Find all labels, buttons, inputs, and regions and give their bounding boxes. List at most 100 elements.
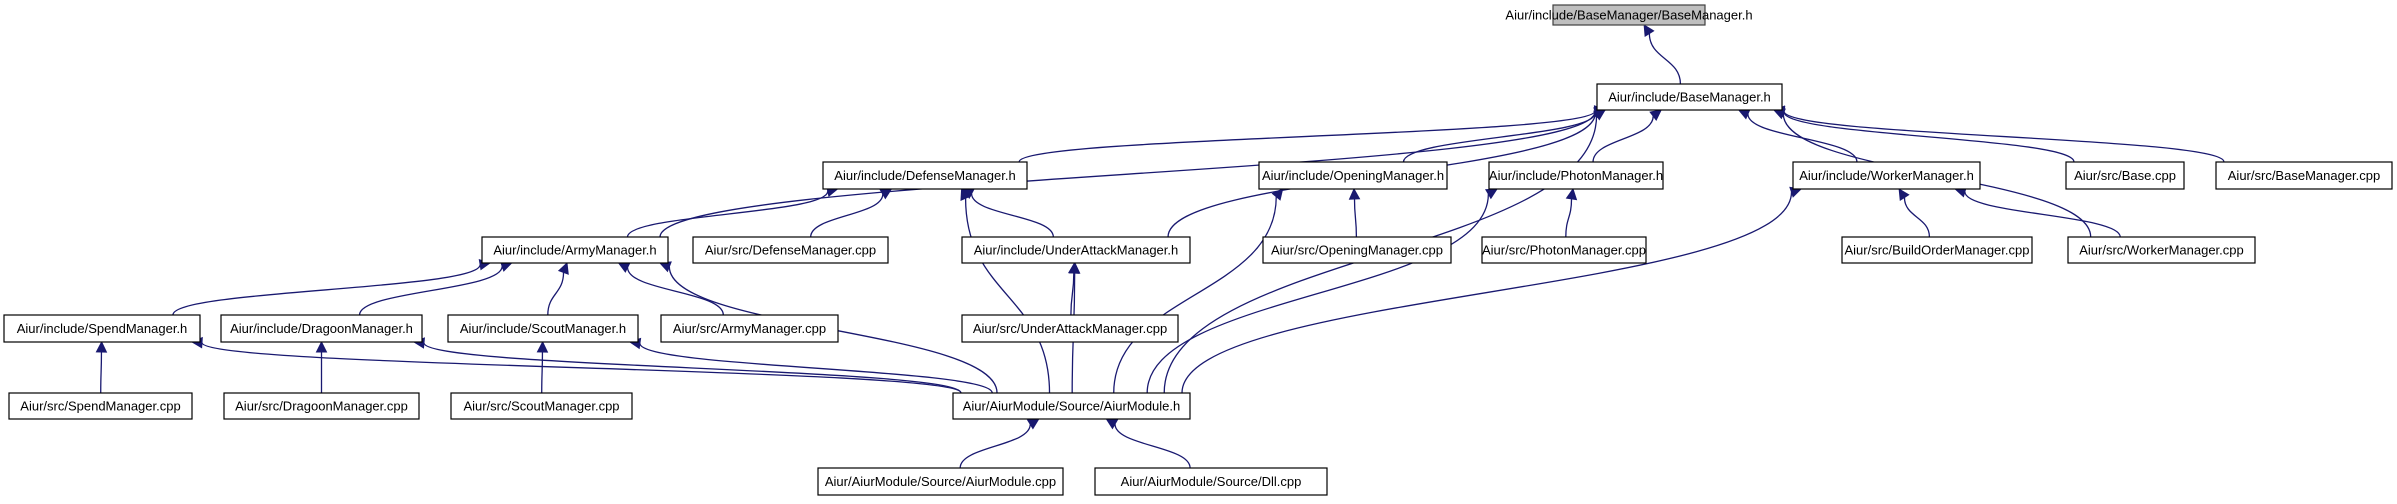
node-label: Aiur/src/SpendManager.cpp: [20, 399, 180, 414]
node-buildorder-cpp[interactable]: Aiur/src/BuildOrderManager.cpp: [1841, 236, 2033, 264]
node-underattack-cpp[interactable]: Aiur/src/UnderAttackManager.cpp: [961, 314, 1179, 343]
node-label: Aiur/include/PhotonManager.h: [1489, 168, 1663, 183]
arrowhead-icon: [1565, 187, 1578, 201]
node-label: Aiur/src/PhotonManager.cpp: [1482, 243, 1646, 258]
edge-line: [626, 267, 724, 316]
arrowhead-icon: [95, 340, 108, 353]
edge-photon_h-to-basemgr_h: [1592, 109, 1663, 163]
node-label: Aiur/src/UnderAttackManager.cpp: [973, 321, 1167, 336]
node-defense-cpp[interactable]: Aiur/src/DefenseManager.cpp: [692, 236, 889, 264]
edge-line: [1565, 198, 1573, 238]
edge-line: [1353, 198, 1358, 238]
node-box: [481, 236, 669, 264]
node-aiurmodule-h[interactable]: Aiur/AiurModule/Source/AiurModule.h: [952, 392, 1191, 420]
node-box: [2067, 236, 2256, 264]
node-box: [961, 314, 1179, 343]
edge-line: [547, 272, 565, 316]
edge-line: [810, 193, 884, 238]
node-label: Aiur/include/SpendManager.h: [17, 321, 188, 336]
edge-aiurmodule_cpp-to-aiurmodule_h: [959, 418, 1040, 469]
edge-line: [1592, 115, 1654, 163]
node-label: Aiur/include/OpeningManager.h: [1262, 168, 1444, 183]
node-box: [1258, 161, 1448, 190]
node-spend-cpp[interactable]: Aiur/src/SpendManager.cpp: [8, 392, 193, 420]
node-basemgr-cpp[interactable]: Aiur/src/BaseManager.cpp: [2215, 161, 2393, 190]
node-aiurmodule-cpp[interactable]: Aiur/AiurModule/Source/AiurModule.cpp: [817, 467, 1064, 496]
edge-line: [1783, 110, 2225, 163]
node-label: Aiur/include/DefenseManager.h: [834, 168, 1015, 183]
node-box: [660, 314, 839, 343]
edge-defense_h-to-basemgr_h: [1018, 105, 1607, 163]
edge-line: [639, 343, 993, 394]
edge-opening_cpp-to-opening_h: [1348, 187, 1361, 238]
edge-line: [1648, 33, 1682, 85]
node-scout-cpp[interactable]: Aiur/src/ScoutManager.cpp: [450, 392, 633, 420]
edge-line: [1018, 110, 1596, 163]
node-base-cpp[interactable]: Aiur/src/Base.cpp: [2065, 161, 2185, 190]
node-opening-cpp[interactable]: Aiur/src/OpeningManager.cpp: [1262, 236, 1452, 264]
edge-line: [358, 266, 503, 316]
node-underattack-h[interactable]: Aiur/include/UnderAttackManager.h: [961, 236, 1191, 264]
node-label: Aiur/src/Base.cpp: [2074, 168, 2176, 183]
node-label: Aiur/include/ScoutManager.h: [460, 321, 626, 336]
node-box: [1094, 467, 1328, 496]
edge-line: [970, 193, 1054, 238]
edge-line: [423, 342, 962, 394]
edge-worker_cpp-to-worker_h: [1954, 186, 2121, 238]
node-dragoon-cpp[interactable]: Aiur/src/DragoonManager.cpp: [223, 392, 420, 420]
edge-line: [959, 424, 1031, 469]
node-box: [1481, 236, 1647, 264]
arrowhead-icon: [1271, 188, 1284, 201]
node-box: [450, 392, 633, 420]
node-box: [1596, 83, 1783, 111]
edge-line: [659, 111, 1596, 238]
edge-dragoon_h-to-army_h: [358, 260, 513, 316]
node-scout-h[interactable]: Aiur/include/ScoutManager.h: [447, 314, 639, 343]
node-army-cpp[interactable]: Aiur/src/ArmyManager.cpp: [660, 314, 839, 343]
node-photon-cpp[interactable]: Aiur/src/PhotonManager.cpp: [1481, 236, 1647, 264]
edge-aiurmodule_h-to-photon_h: [1146, 188, 1498, 394]
node-label: Aiur/AiurModule/Source/Dll.cpp: [1121, 474, 1302, 489]
node-worker-h[interactable]: Aiur/include/WorkerManager.h: [1792, 161, 1981, 190]
node-label: Aiur/AiurModule/Source/AiurModule.cpp: [825, 474, 1056, 489]
nodes-layer: Aiur/include/BaseManager/BaseManager.hAi…: [3, 4, 2393, 496]
edge-army_h-to-defense_h: [626, 185, 839, 238]
edge-line: [1113, 196, 1277, 394]
node-label: Aiur/src/WorkerManager.cpp: [2079, 243, 2244, 258]
node-box: [961, 236, 1191, 264]
node-box: [223, 392, 420, 420]
arrowhead-icon: [1348, 187, 1361, 200]
edge-line: [1783, 111, 2075, 163]
node-spend-h[interactable]: Aiur/include/SpendManager.h: [3, 314, 201, 343]
edge-line: [1146, 194, 1490, 394]
edge-buildorder_cpp-to-worker_h: [1898, 188, 1931, 238]
edges-layer: [95, 24, 2225, 469]
node-box: [2065, 161, 2185, 190]
arrowhead-icon: [960, 187, 972, 201]
edge-scout_cpp-to-scout_h: [536, 340, 549, 394]
arrowhead-icon: [1485, 188, 1498, 200]
edge-line: [1114, 423, 1191, 469]
node-photon-h[interactable]: Aiur/include/PhotonManager.h: [1488, 161, 1664, 190]
edge-dll_cpp-to-aiurmodule_h: [1105, 418, 1191, 469]
node-label: Aiur/include/BaseManager.h: [1608, 90, 1771, 105]
node-box: [447, 314, 639, 343]
node-worker-cpp[interactable]: Aiur/src/WorkerManager.cpp: [2067, 236, 2256, 264]
node-label: Aiur/include/BaseManager/BaseManager.h: [1505, 8, 1752, 23]
node-army-h[interactable]: Aiur/include/ArmyManager.h: [481, 236, 669, 264]
arrowhead-icon: [557, 261, 569, 275]
edge-line: [201, 342, 962, 394]
edge-basemgr_h-to-root: [1643, 24, 1682, 85]
node-dragoon-h[interactable]: Aiur/include/DragoonManager.h: [220, 314, 423, 343]
node-opening-h[interactable]: Aiur/include/OpeningManager.h: [1258, 161, 1448, 190]
node-box: [2215, 161, 2393, 190]
edge-spend_cpp-to-spend_h: [95, 340, 108, 394]
edge-line: [100, 351, 103, 394]
node-defense-h[interactable]: Aiur/include/DefenseManager.h: [822, 161, 1028, 190]
arrowhead-icon: [1649, 109, 1663, 121]
node-box: [1792, 161, 1981, 190]
node-dll-cpp[interactable]: Aiur/AiurModule/Source/Dll.cpp: [1094, 467, 1328, 496]
node-box: [1488, 161, 1664, 190]
node-basemgr-h[interactable]: Aiur/include/BaseManager.h: [1596, 83, 1783, 111]
edge-army_cpp-to-army_h: [617, 262, 724, 316]
